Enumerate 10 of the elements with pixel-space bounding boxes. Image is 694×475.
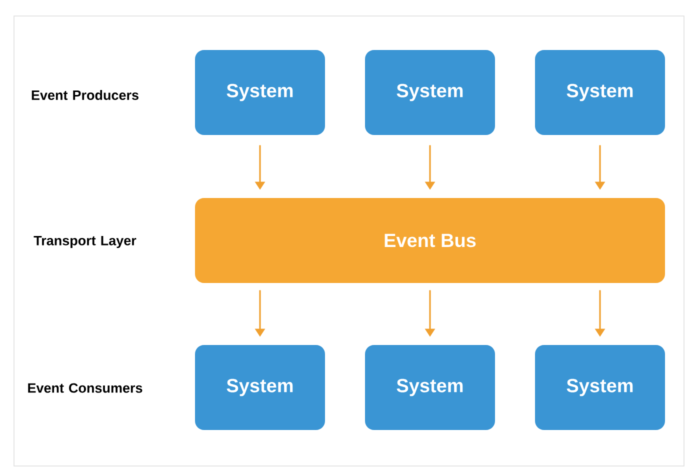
row-label: Event Consumers xyxy=(28,383,142,393)
system-box: System xyxy=(365,345,495,430)
bus-box: Event Bus xyxy=(195,198,665,283)
row-label: Event Producers xyxy=(32,90,138,100)
system-box: System xyxy=(195,345,325,430)
system-box: System xyxy=(535,50,665,135)
system-box: System xyxy=(365,50,495,135)
row-label: Transport Layer xyxy=(34,236,136,248)
system-box: System xyxy=(195,50,325,135)
system-box: System xyxy=(535,345,665,430)
